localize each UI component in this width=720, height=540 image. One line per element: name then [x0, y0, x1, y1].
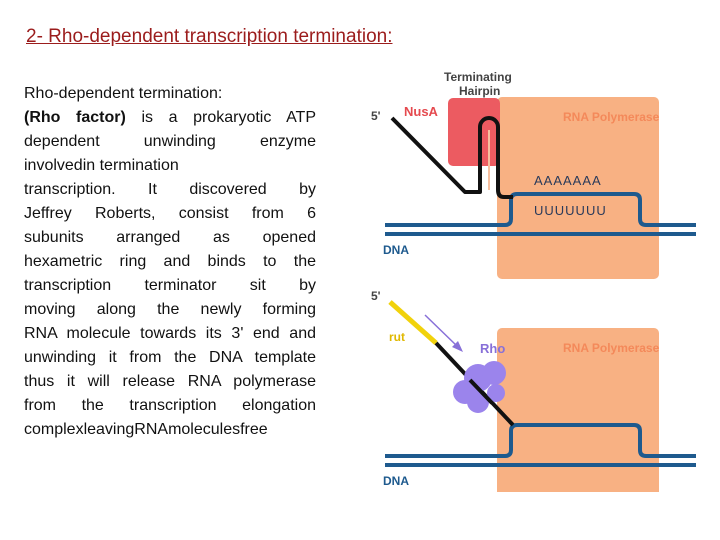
rho-termination-diagram: Terminating Hairpin 5' NusA RNA Polymera… — [371, 70, 696, 492]
rna-polymerase-label-top: RNA Polymerase — [563, 110, 660, 124]
description-text: Rho-dependent termination: (Rho factor) … — [24, 82, 316, 442]
u-sequence: UUUUUUU — [534, 203, 607, 218]
text-line-12: unwinding it from the DNA template — [24, 349, 316, 366]
bottom-panel: 5' rut Rho RNA Polymerase DNA — [371, 289, 696, 492]
text-line-8: hexametric ring and binds to the — [24, 253, 316, 270]
dna-strand-bottom-upper — [385, 423, 696, 458]
top-panel: Terminating Hairpin 5' NusA RNA Polymera… — [371, 70, 696, 279]
text-line-3: dependent unwinding enzyme — [24, 133, 316, 150]
rho-label: Rho — [480, 341, 505, 356]
rna-strand-top — [390, 116, 513, 199]
dna-label-top: DNA — [383, 243, 409, 257]
nusa-label: NusA — [404, 104, 439, 119]
five-prime-bottom: 5' — [371, 289, 381, 303]
rut-segment — [388, 300, 438, 345]
rho-factor-term: (Rho factor) — [24, 109, 126, 126]
text-line-13: thus it will release RNA polymerase — [24, 373, 316, 390]
nusa-box — [448, 98, 500, 166]
movement-arrow — [424, 314, 459, 348]
dna-label-bottom: DNA — [383, 474, 409, 488]
text-line-2: (Rho factor) is a prokaryotic ATP — [24, 106, 316, 130]
text-line-15: complexleavingRNAmoleculesfree — [24, 421, 268, 438]
hairpin-label-line2: Hairpin — [459, 84, 500, 98]
five-prime-top: 5' — [371, 109, 381, 123]
a-sequence: AAAAAAA — [534, 173, 602, 188]
text-line-10: moving along the newly forming — [24, 301, 316, 318]
text-line-11: RNA molecule towards its 3' end and — [24, 325, 316, 342]
movement-arrowhead — [452, 341, 463, 352]
text-line-4: involvedin termination — [24, 157, 179, 174]
intro-line: Rho-dependent termination: — [24, 85, 223, 102]
text-line-6: Jeffrey Roberts, consist from 6 — [24, 205, 316, 222]
rna-polymerase-top — [497, 97, 659, 279]
text-line-2-rest: is a prokaryotic ATP — [141, 109, 317, 126]
text-line-7: subunits arranged as opened — [24, 229, 316, 246]
rut-label: rut — [389, 330, 405, 344]
page-title: 2- Rho-dependent transcription terminati… — [26, 26, 393, 47]
hairpin-label-line1: Terminating — [444, 70, 512, 84]
rna-strand-bottom-overlay — [468, 378, 494, 405]
text-line-9: transcription terminator sit by — [24, 277, 316, 294]
dna-strand-top-upper — [385, 192, 696, 227]
rna-polymerase-bottom — [497, 328, 659, 492]
rho-protein — [453, 361, 506, 413]
text-line-5: transcription. It discovered by — [24, 181, 316, 198]
rna-polymerase-label-bottom: RNA Polymerase — [563, 341, 660, 355]
text-line-14: from the transcription elongation — [24, 397, 316, 414]
